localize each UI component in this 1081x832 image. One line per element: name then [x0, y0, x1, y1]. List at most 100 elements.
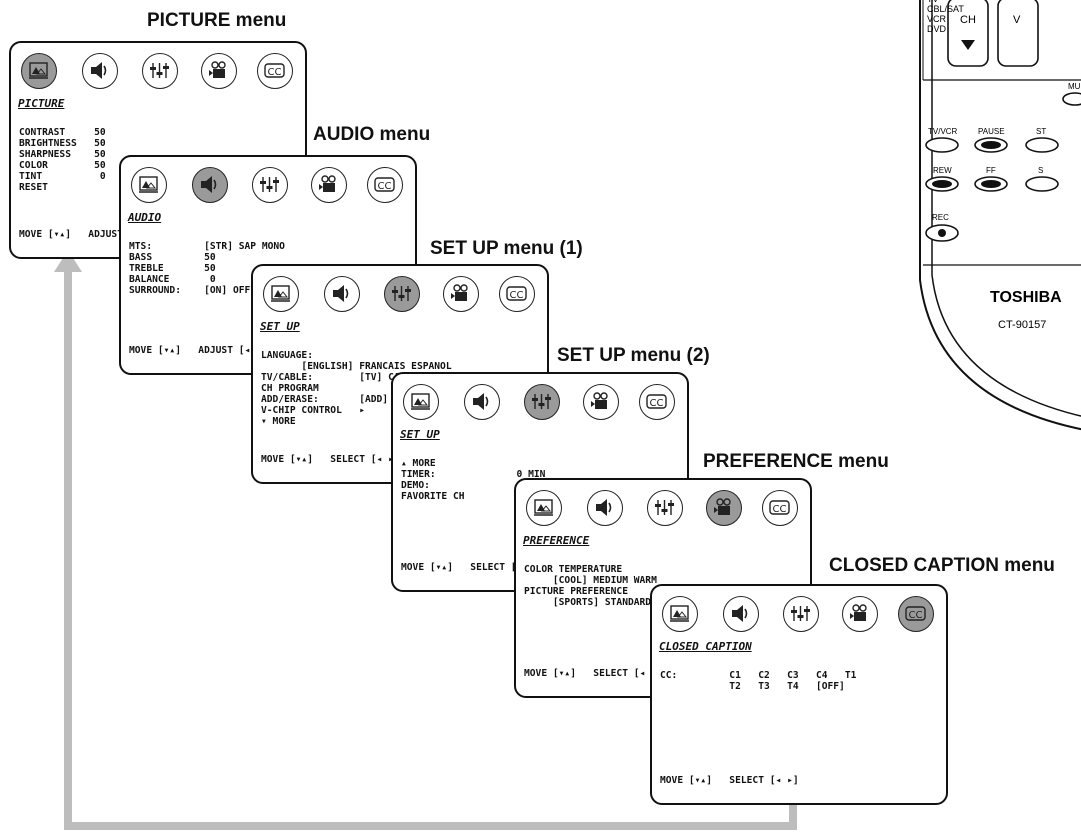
menu-item[interactable]: BALANCE 0	[129, 274, 216, 285]
setup-icon[interactable]	[252, 167, 288, 203]
menu-item[interactable]: V-CHIP CONTROL ▸	[261, 405, 365, 416]
menu-icon-row: CC	[393, 374, 687, 430]
slow-button-shape[interactable]	[1025, 176, 1059, 192]
picture-icon[interactable]	[263, 276, 299, 312]
remote-brand: TOSHIBA	[990, 289, 1062, 306]
menu-item[interactable]: LANGUAGE:	[261, 350, 313, 361]
menu-item[interactable]: FAVORITE CH ▸	[401, 491, 523, 502]
closed-caption-menu: CC CLOSED CAPTION CC: C1 C2 C3 C4 T1 T2 T3…	[650, 584, 948, 805]
menu-item[interactable]: T2 T3 T4 [OFF]	[660, 681, 845, 692]
preference-icon[interactable]	[706, 490, 742, 526]
audio-icon[interactable]	[324, 276, 360, 312]
menu-item[interactable]: CH PROGRAM	[261, 383, 319, 394]
menu-item[interactable]: ▾ MORE	[261, 416, 296, 427]
svg-text:CC: CC	[773, 504, 787, 515]
setup-icon[interactable]	[142, 53, 178, 89]
menu-icon-row: CC	[516, 480, 810, 536]
volume-rocker[interactable]	[997, 0, 1039, 67]
picture-icon[interactable]	[526, 490, 562, 526]
return-arrow-vertical-left	[64, 266, 72, 830]
menu-footer-hint: MOVE [▾▴] SELECT [◂ ▸]	[261, 454, 400, 465]
menu-heading: PREFERENCE	[523, 534, 590, 547]
preference-menu-title: PREFERENCE menu	[703, 451, 889, 472]
menu-item[interactable]: PICTURE PREFERENCE	[524, 586, 628, 597]
channel-down-icon	[961, 40, 975, 50]
menu-item[interactable]: [COOL] MEDIUM WARM	[524, 575, 657, 586]
menu-item[interactable]: COLOR TEMPERATURE	[524, 564, 623, 575]
mute-button[interactable]	[1062, 92, 1081, 106]
svg-text:CC: CC	[909, 610, 923, 621]
preference-icon[interactable]	[311, 167, 347, 203]
menu-item[interactable]: TREBLE 50	[129, 263, 216, 274]
menu-item[interactable]: ▴ MORE	[401, 458, 436, 469]
audio-icon[interactable]	[587, 490, 623, 526]
menu-heading: CLOSED CAPTION	[659, 640, 752, 653]
menu-item[interactable]: TINT 0	[19, 171, 106, 182]
menu-item[interactable]: RESET	[19, 182, 48, 193]
remote-mode-tv: TV	[927, 0, 939, 4]
setup-icon[interactable]	[783, 596, 819, 632]
menu-footer-hint: MOVE [▾▴] SELECT [◂ ▸]	[524, 668, 663, 679]
setup-icon[interactable]	[384, 276, 420, 312]
setup-icon[interactable]	[524, 384, 560, 420]
audio-icon[interactable]	[82, 53, 118, 89]
svg-text:CC: CC	[268, 67, 282, 78]
preference-icon[interactable]	[842, 596, 878, 632]
menu-icon-row: CC	[121, 157, 415, 213]
channel-rocker[interactable]	[947, 0, 989, 67]
remote-label-slow: S	[1038, 166, 1043, 175]
closed-caption-icon[interactable]: CC	[898, 596, 934, 632]
menu-item[interactable]: [ENGLISH] FRANCAIS ESPANOL	[261, 361, 452, 372]
menu-item[interactable]: COLOR 50	[19, 160, 106, 171]
preference-icon[interactable]	[583, 384, 619, 420]
remote-mode-vcr: VCR	[927, 14, 947, 24]
closed-caption-icon[interactable]: CC	[762, 490, 798, 526]
menu-heading: AUDIO	[128, 211, 162, 224]
menu-icon-row: CC	[253, 266, 547, 322]
svg-text:CC: CC	[378, 181, 392, 192]
menu-item[interactable]: CC: C1 C2 C3 C4 T1	[660, 670, 857, 681]
menu-icon-row: CC	[11, 43, 305, 99]
closed-caption-icon[interactable]: CC	[367, 167, 403, 203]
remote-vol-label: V	[1013, 14, 1021, 26]
setup-icon[interactable]	[647, 490, 683, 526]
menu-item[interactable]: TIMER: 0 MIN	[401, 469, 546, 480]
menu-item[interactable]: MTS: [STR] SAP MONO	[129, 241, 285, 252]
audio-icon[interactable]	[723, 596, 759, 632]
picture-icon[interactable]	[131, 167, 167, 203]
menu-item[interactable]: CONTRAST 50	[19, 127, 106, 138]
remote-label-ff: FF	[986, 166, 996, 175]
return-arrow-bottom	[64, 822, 797, 830]
audio-icon[interactable]	[192, 167, 228, 203]
menu-icon-row: CC	[652, 586, 946, 642]
remote-label-rec: REC	[932, 213, 949, 222]
remote-label-stop: ST	[1036, 127, 1046, 136]
picture-icon[interactable]	[21, 53, 57, 89]
tv-vcr-button-shape[interactable]	[925, 137, 959, 153]
closed-caption-icon[interactable]: CC	[499, 276, 535, 312]
menu-heading: PICTURE	[18, 97, 65, 110]
setup1-menu-title: SET UP menu (1)	[430, 238, 583, 259]
remote-model: CT-90157	[998, 319, 1046, 331]
menu-item[interactable]: SHARPNESS 50	[19, 149, 106, 160]
fast-forward-icon	[981, 180, 1001, 188]
menu-item[interactable]: BRIGHTNESS 50	[19, 138, 106, 149]
closed-caption-icon[interactable]: CC	[639, 384, 675, 420]
stop-button-shape[interactable]	[1025, 137, 1059, 153]
preference-icon[interactable]	[443, 276, 479, 312]
picture-icon[interactable]	[662, 596, 698, 632]
remote-mute-label: MU	[1068, 82, 1081, 91]
menu-heading: SET UP	[260, 320, 300, 333]
menu-footer-hint: MOVE [▾▴] SELECT [◂ ▸]	[660, 775, 799, 786]
picture-icon[interactable]	[403, 384, 439, 420]
picture-menu-title: PICTURE menu	[147, 10, 287, 31]
remote-label-tv-vcr: TV/VCR	[928, 127, 958, 136]
menu-item[interactable]: BASS 50	[129, 252, 216, 263]
rewind-icon	[932, 180, 952, 188]
audio-icon[interactable]	[464, 384, 500, 420]
remote-label-pause: PAUSE	[978, 127, 1005, 136]
menu-item[interactable]: SURROUND: [ON] OFF	[129, 285, 251, 296]
preference-icon[interactable]	[201, 53, 237, 89]
setup2-menu-title: SET UP menu (2)	[557, 345, 710, 366]
closed-caption-icon[interactable]: CC	[257, 53, 293, 89]
